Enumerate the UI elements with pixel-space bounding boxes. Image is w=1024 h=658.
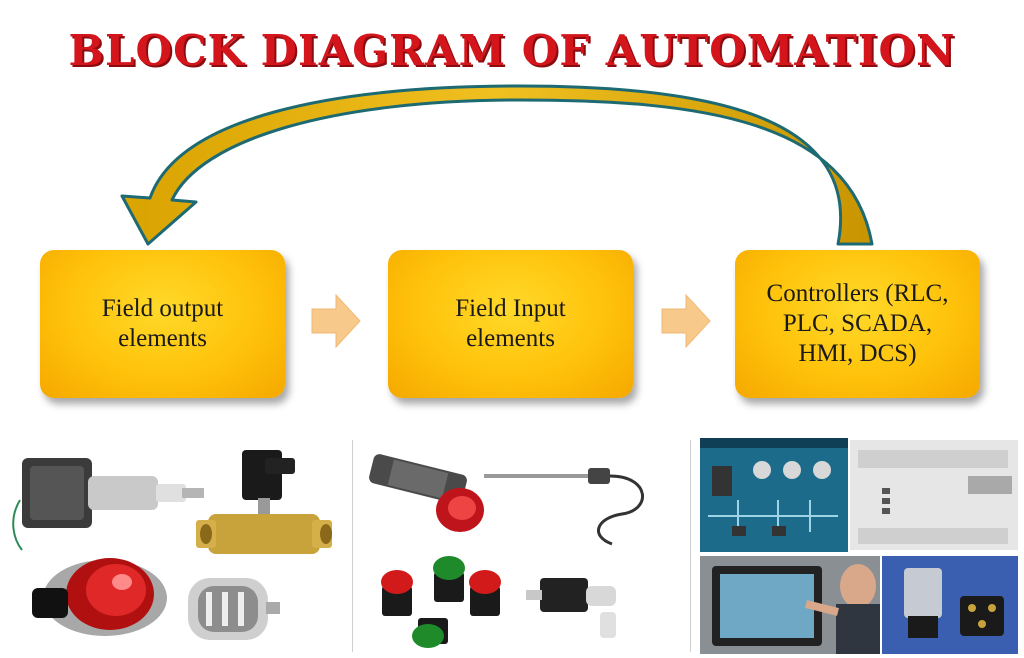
- block-label: Controllers (RLC, PLC, SCADA, HMI, DCS): [766, 280, 949, 367]
- dc-motor-icon: [188, 578, 280, 640]
- block-label: Field Input elements: [455, 295, 566, 352]
- temperature-probe-icon: [484, 468, 644, 546]
- block-controllers: Controllers (RLC, PLC, SCADA, HMI, DCS): [735, 250, 980, 398]
- stepper-motor-icon: [12, 458, 204, 551]
- proximity-sensor-icon: [369, 454, 484, 532]
- toggle-switch-icon: [526, 578, 616, 638]
- block-label: Field output elements: [101, 295, 224, 352]
- flow-arrow-icon: [311, 293, 361, 349]
- plc-module-icon: [850, 440, 1018, 550]
- solenoid-valve-icon: [196, 450, 332, 554]
- block-field-input: Field Input elements: [388, 250, 633, 398]
- divider: [690, 440, 691, 652]
- controllers-photo: [698, 436, 1020, 656]
- scada-screen-icon: [700, 438, 848, 552]
- input-devices-photo: [360, 440, 660, 655]
- indicator-lamp-icon: [32, 558, 167, 636]
- block-field-output: Field output elements: [40, 250, 285, 398]
- flow-arrow-icon: [661, 293, 711, 349]
- divider: [352, 440, 353, 652]
- output-devices-photo: [10, 440, 340, 655]
- relay-icon: [882, 556, 1018, 654]
- push-buttons-icon: [381, 556, 501, 648]
- page-title: BLOCK DIAGRAM OF AUTOMATION: [68, 26, 956, 75]
- hmi-operator-icon: [700, 556, 880, 654]
- feedback-arrow: [120, 84, 874, 246]
